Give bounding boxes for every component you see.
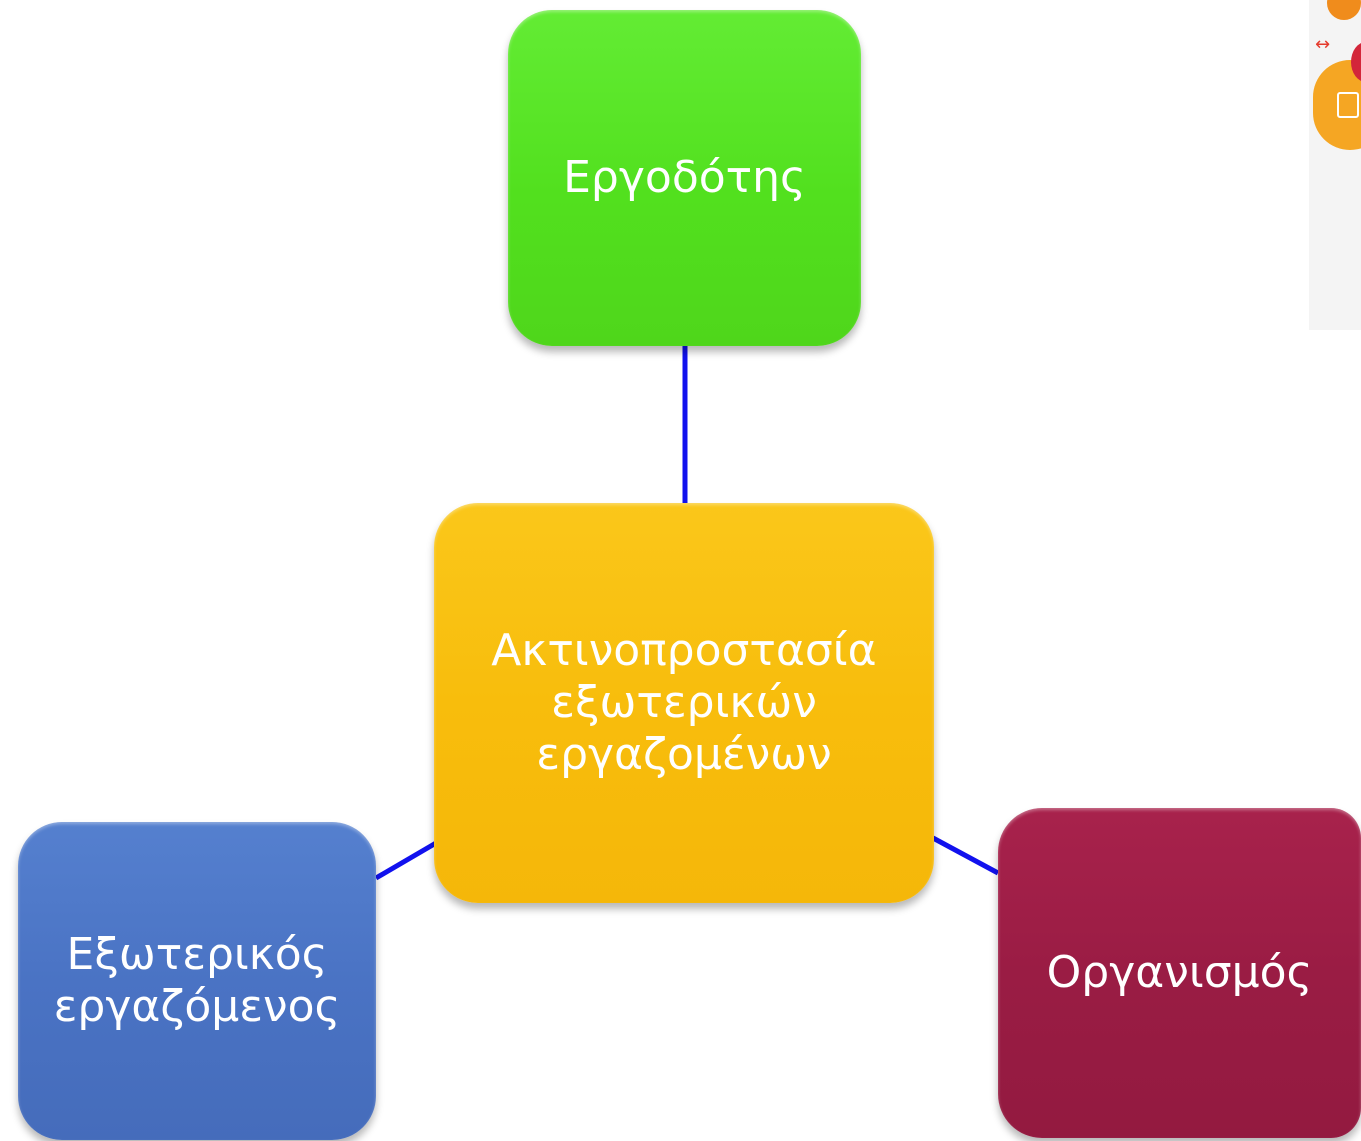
coin-icon bbox=[1327, 0, 1361, 20]
logo: ↔ bbox=[1309, 0, 1361, 330]
node-radiation-protection-label: Ακτινοπροστασία εξωτερικών εργαζομένων bbox=[491, 625, 877, 780]
node-organization: Οργανισμός bbox=[998, 808, 1361, 1138]
node-external-worker-label: Εξωτερικός εργαζόμενος bbox=[53, 929, 341, 1032]
double-arrow-icon: ↔ bbox=[1315, 34, 1331, 55]
connector-left bbox=[374, 840, 438, 881]
node-external-worker: Εξωτερικός εργαζόμενος bbox=[18, 822, 376, 1140]
node-organization-label: Οργανισμός bbox=[1046, 947, 1313, 999]
node-employer-label: Εργοδότης bbox=[563, 152, 806, 204]
document-icon bbox=[1337, 92, 1359, 118]
node-employer: Εργοδότης bbox=[508, 10, 861, 346]
node-radiation-protection: Ακτινοπροστασία εξωτερικών εργαζομένων bbox=[434, 503, 934, 903]
connector-right bbox=[931, 835, 1000, 876]
notification-dot-icon bbox=[1351, 42, 1361, 82]
